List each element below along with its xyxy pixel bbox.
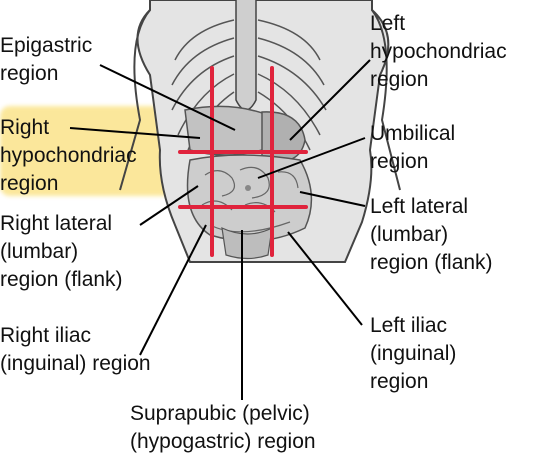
rib-cage xyxy=(171,19,327,151)
leader-left-iliac xyxy=(287,231,363,326)
label-left-hypochondriac: Left hypochondriac region xyxy=(370,12,507,91)
leader-right-lateral xyxy=(139,185,199,226)
leader-left-hypochondriac xyxy=(289,59,371,141)
right-arm xyxy=(371,9,401,191)
label-right-iliac: Right iliac (inguinal) region xyxy=(0,324,151,375)
label-right-hypochondriac: Right hypochondriac region xyxy=(0,116,137,195)
label-epigastric: Epigastric region xyxy=(0,34,93,85)
region-grid xyxy=(178,66,308,257)
sternum xyxy=(235,0,257,111)
intestines xyxy=(186,154,313,242)
leader-lines xyxy=(69,59,371,400)
leader-right-iliac xyxy=(139,224,207,356)
left-arm xyxy=(119,9,151,191)
label-left-lateral: Left lateral (lumbar) region (flank) xyxy=(370,195,493,274)
leader-umbilical xyxy=(257,137,366,179)
leader-right-hypochondriac xyxy=(69,127,201,139)
label-left-iliac: Left iliac (inguinal) region xyxy=(370,314,457,393)
umbilicus xyxy=(245,185,251,191)
leader-left-lateral xyxy=(299,191,366,207)
leader-epigastric xyxy=(99,64,236,131)
bladder xyxy=(221,226,273,260)
right-hypochondriac-highlight xyxy=(0,106,172,196)
label-suprapubic: Suprapubic (pelvic) (hypogastric) region xyxy=(130,402,316,453)
label-umbilical: Umbilical region xyxy=(370,122,456,173)
label-right-lateral: Right lateral (lumbar) region (flank) xyxy=(0,212,123,291)
